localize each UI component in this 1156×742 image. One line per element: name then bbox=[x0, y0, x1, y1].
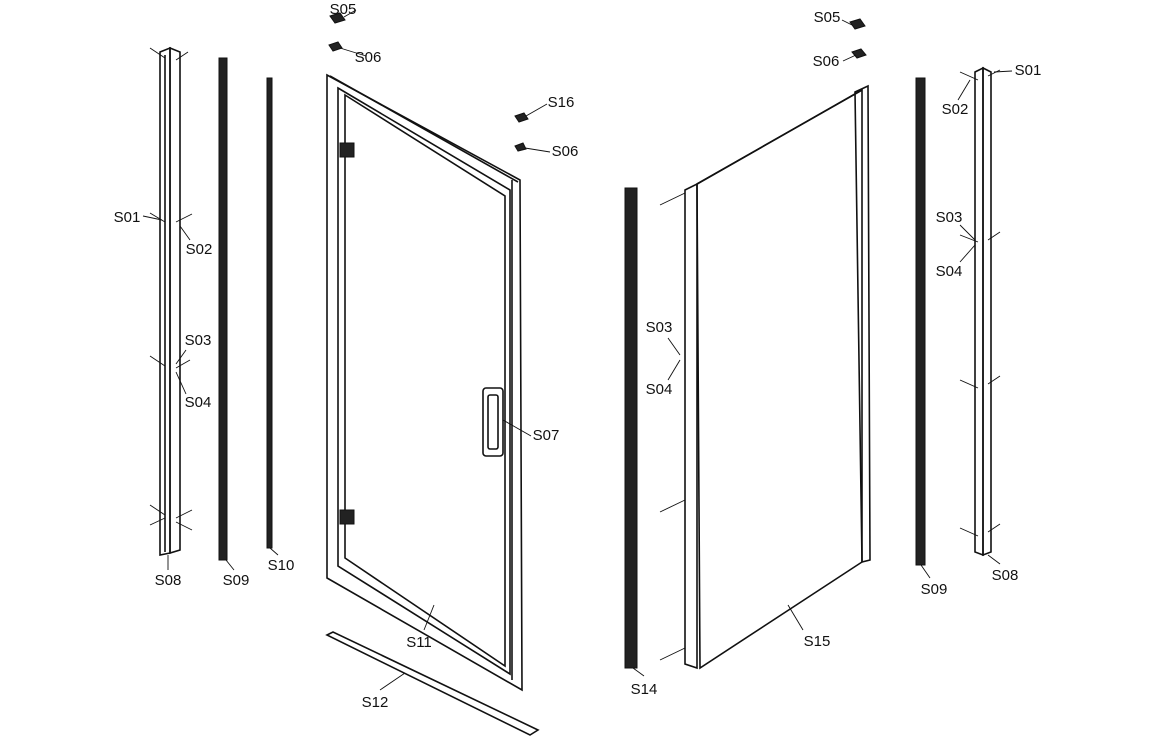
door-handle bbox=[482, 387, 504, 457]
lower-hinge bbox=[339, 509, 355, 525]
label-left-s08: S08 bbox=[155, 572, 182, 589]
label-door-s11: S11 bbox=[406, 634, 432, 651]
label-door-s05: S05 bbox=[330, 1, 357, 18]
label-left-s09: S09 bbox=[223, 572, 250, 589]
label-door-s06: S06 bbox=[355, 49, 382, 66]
left-screws bbox=[149, 47, 193, 531]
label-left-s02: S02 bbox=[186, 241, 213, 258]
label-door-s16: S16 bbox=[548, 94, 575, 111]
fixed-panel-s15 bbox=[684, 84, 871, 670]
upper-hinge bbox=[339, 142, 355, 158]
bottom-seal-s12 bbox=[325, 631, 540, 736]
label-door-s12: S12 bbox=[362, 694, 389, 711]
label-panel-s05: S05 bbox=[814, 9, 841, 26]
right-screws bbox=[959, 69, 1001, 537]
label-right-s04: S04 bbox=[936, 263, 963, 280]
label-mid-s03: S03 bbox=[646, 319, 673, 336]
seal-s14 bbox=[624, 187, 638, 669]
right-seal-s09 bbox=[915, 77, 926, 566]
left-seal-s09 bbox=[218, 57, 228, 561]
door-s11 bbox=[326, 73, 523, 692]
right-wall-profile bbox=[974, 66, 992, 557]
label-left-s04: S04 bbox=[185, 394, 212, 411]
label-door-s06b: S06 bbox=[552, 143, 579, 160]
label-door-s07: S07 bbox=[533, 427, 560, 444]
label-left-s01: S01 bbox=[114, 209, 141, 226]
label-right-s09: S09 bbox=[921, 581, 948, 598]
label-right-s03: S03 bbox=[936, 209, 963, 226]
label-left-s10: S10 bbox=[268, 557, 295, 574]
left-wall-profile bbox=[159, 46, 181, 556]
label-panel-s15: S15 bbox=[804, 633, 831, 650]
seal-s10 bbox=[266, 77, 273, 549]
label-right-s01: S01 bbox=[1015, 62, 1042, 79]
panel-screws bbox=[659, 192, 686, 661]
label-left-s03: S03 bbox=[185, 332, 212, 349]
label-mid-s04: S04 bbox=[646, 381, 673, 398]
small-parts bbox=[328, 12, 867, 152]
label-right-s02: S02 bbox=[942, 101, 969, 118]
leader-lines bbox=[142, 9, 1013, 691]
label-panel-s06: S06 bbox=[813, 53, 840, 70]
label-mid-s14: S14 bbox=[631, 681, 658, 698]
label-right-s08: S08 bbox=[992, 567, 1019, 584]
